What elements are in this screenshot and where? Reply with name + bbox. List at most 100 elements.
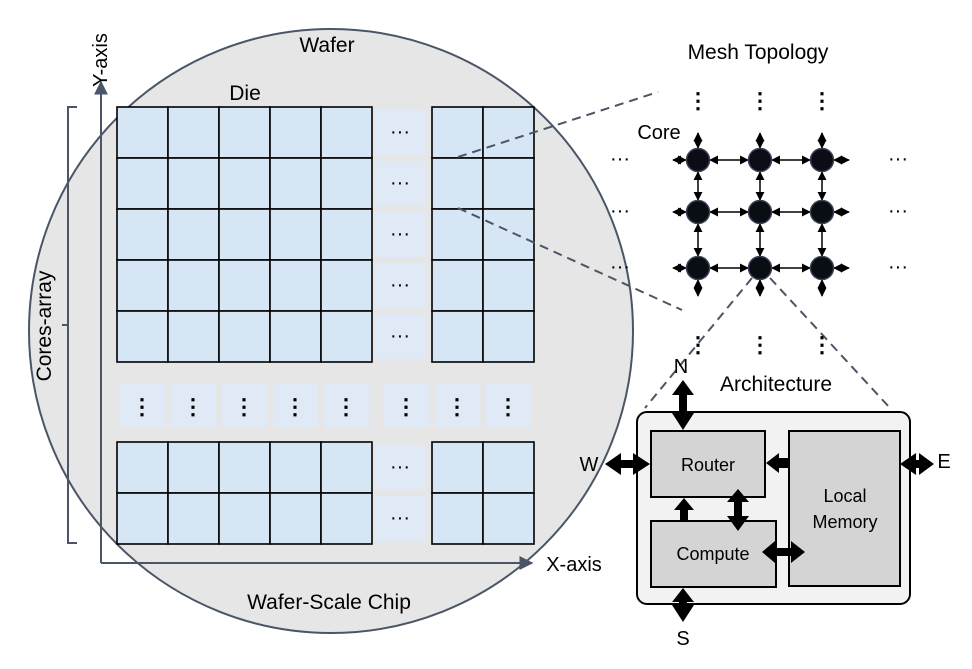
row-ellipsis: ···	[390, 121, 410, 143]
die-grid-ellipses: ·····················⋮⋮⋮⋮⋮⋮⋮⋮	[131, 121, 519, 529]
column-ellipsis: ⋮	[131, 394, 153, 419]
core-cell	[167, 441, 220, 494]
arrow-east	[900, 453, 934, 475]
core-cell	[116, 208, 169, 261]
row-ellipsis: ···	[390, 274, 410, 296]
column-ellipsis: ⋮	[182, 394, 204, 419]
arrow-router-compute	[727, 489, 749, 531]
column-ellipsis: ⋮	[284, 394, 306, 419]
core-cell	[218, 157, 271, 210]
column-ellipsis: ⋮	[497, 394, 519, 419]
arrow-north	[672, 380, 694, 430]
core-cell	[320, 208, 373, 261]
core-cell	[167, 157, 220, 210]
architecture-title: Architecture	[720, 373, 832, 396]
core-cell	[167, 492, 220, 545]
ellipsis-cell	[375, 314, 425, 359]
mesh-ellipsis: ···	[888, 200, 908, 222]
cores-array-label: Cores-array	[33, 270, 56, 381]
core-cell	[218, 441, 271, 494]
arch-zoom-line-left	[644, 277, 753, 409]
mesh-ellipsis: ···	[610, 200, 630, 222]
ellipsis-cell	[171, 384, 216, 428]
arrow-south	[672, 588, 694, 622]
mesh-topology-title: Mesh Topology	[688, 41, 829, 64]
core-cell	[320, 106, 373, 159]
core-cell	[218, 259, 271, 312]
core-cell	[167, 208, 220, 261]
core-node	[809, 147, 835, 173]
ellipsis-cell	[375, 161, 425, 206]
core-cell	[218, 208, 271, 261]
row-ellipsis: ···	[390, 223, 410, 245]
column-ellipsis: ⋮	[335, 394, 357, 419]
mesh-ellipsis: ⋮	[811, 88, 833, 113]
core-cell	[269, 441, 322, 494]
arrow-memory-to-router	[766, 453, 789, 473]
mesh-grid: ··················⋮⋮⋮⋮⋮⋮	[610, 88, 908, 357]
core-cell	[320, 310, 373, 363]
core-cell	[269, 208, 322, 261]
core-cell	[482, 157, 535, 210]
core-cell	[269, 157, 322, 210]
core-label: Core	[637, 122, 680, 144]
core-node	[747, 255, 773, 281]
x-axis-label: X-axis	[546, 554, 602, 576]
core-cell	[116, 157, 169, 210]
mesh-ellipsis: ···	[888, 256, 908, 278]
mesh-ellipsis: ⋮	[687, 88, 709, 113]
core-cell	[218, 492, 271, 545]
ellipsis-cell	[486, 384, 531, 428]
core-cell	[167, 259, 220, 312]
core-cell	[218, 106, 271, 159]
local-memory-label-line1: Local	[823, 486, 866, 506]
north-label: N	[674, 356, 688, 378]
west-label: W	[580, 454, 599, 476]
core-cell	[482, 259, 535, 312]
core-cell	[116, 492, 169, 545]
router-label: Router	[681, 455, 735, 475]
compute-label: Compute	[676, 544, 749, 564]
arrow-west	[605, 453, 650, 475]
wafer-scale-chip-caption: Wafer-Scale Chip	[247, 591, 411, 614]
core-cell	[167, 106, 220, 159]
ellipsis-cell	[375, 263, 425, 308]
ellipsis-cell	[222, 384, 267, 428]
compute-block	[650, 520, 777, 588]
core-node	[685, 199, 711, 225]
core-cell	[431, 157, 484, 210]
arrow-compute-to-router	[674, 498, 694, 521]
core-cell	[431, 441, 484, 494]
row-ellipsis: ···	[390, 456, 410, 478]
die-grid	[116, 106, 535, 545]
column-ellipsis: ⋮	[446, 394, 468, 419]
core-cell	[482, 441, 535, 494]
ellipsis-cell	[384, 384, 429, 428]
local-memory-block	[788, 430, 901, 587]
cores-array-bracket	[62, 106, 77, 544]
ellipsis-cell	[120, 384, 165, 428]
core-cell	[431, 492, 484, 545]
wafer-title: Wafer	[299, 34, 354, 57]
core-cell	[269, 492, 322, 545]
core-cell	[320, 492, 373, 545]
core-cell	[116, 310, 169, 363]
column-ellipsis: ⋮	[233, 394, 255, 419]
mesh-ellipsis: ···	[610, 148, 630, 170]
zoom-line-lower	[457, 207, 683, 311]
ellipsis-cell	[435, 384, 480, 428]
core-cell	[320, 259, 373, 312]
core-cell	[269, 310, 322, 363]
core-cell	[320, 157, 373, 210]
core-cell	[320, 441, 373, 494]
core-node	[747, 147, 773, 173]
core-cell	[269, 259, 322, 312]
ellipsis-cell	[375, 496, 425, 541]
core-cell	[167, 310, 220, 363]
core-cell	[482, 310, 535, 363]
south-label: S	[676, 628, 689, 650]
ellipsis-cell	[375, 445, 425, 490]
mesh-ellipsis: ···	[888, 148, 908, 170]
y-axis-label: Y-axis	[90, 33, 112, 87]
